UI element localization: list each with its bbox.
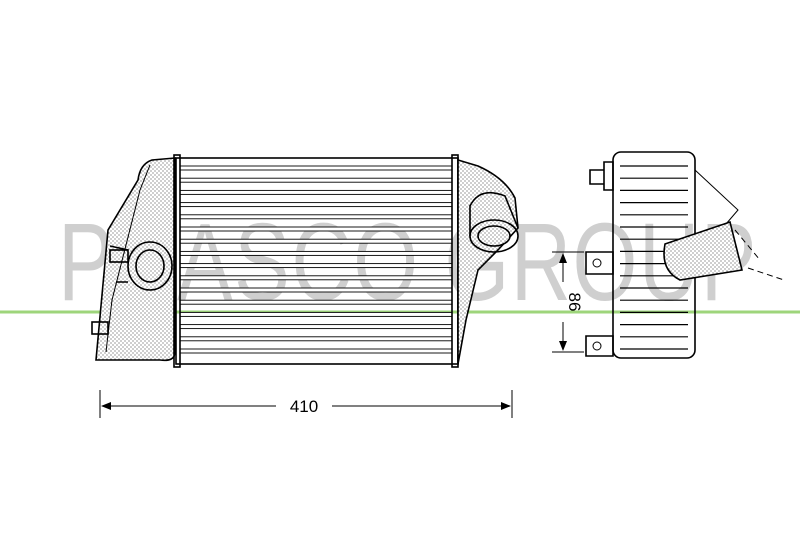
core-tube: [179, 336, 453, 342]
left-tank-contour: [105, 164, 151, 353]
left-inlet-pipe: [109, 241, 173, 291]
side-outlet: [663, 220, 743, 281]
side-view: [585, 151, 785, 359]
left-side-plate: [173, 154, 181, 368]
core-tube: [179, 250, 453, 256]
right-outlet-pipe: [469, 191, 519, 253]
core-tube: [179, 165, 453, 171]
right-tank: [457, 158, 519, 365]
core-tube: [179, 348, 453, 354]
upper-bracket: [585, 251, 614, 275]
upper-bracket-hole: [592, 258, 602, 268]
core-tube: [179, 189, 453, 195]
core-tube: [179, 214, 453, 220]
width-dimension: 410: [99, 390, 513, 418]
front-view: [91, 154, 519, 368]
core-tube: [179, 311, 453, 317]
core-tube: [179, 202, 453, 208]
side-outlet-edge: [694, 169, 739, 225]
depth-label: 86: [565, 293, 584, 312]
core-tubes: [179, 165, 453, 354]
core-tube: [179, 299, 453, 305]
core-tube: [179, 226, 453, 232]
left-fittings: [91, 249, 129, 335]
core-tube: [179, 238, 453, 244]
side-outlet-dashed: [734, 229, 785, 281]
core-tube: [179, 287, 453, 293]
lower-bracket-hole: [592, 341, 602, 351]
core-tube: [179, 177, 453, 183]
core-tube: [179, 263, 453, 269]
width-label: 410: [290, 397, 318, 416]
top-fitting: [589, 161, 614, 191]
lower-bracket: [585, 335, 614, 357]
core-tube: [179, 324, 453, 330]
core-tube: [179, 275, 453, 281]
depth-dimension: 86: [552, 251, 584, 353]
